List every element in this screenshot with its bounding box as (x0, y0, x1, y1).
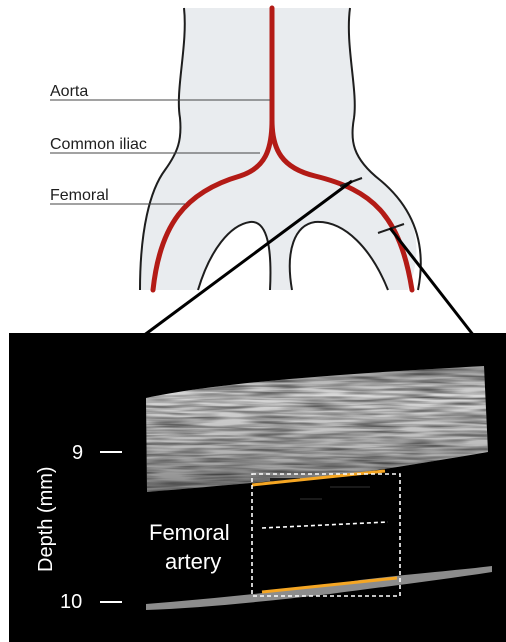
common-iliac-label: Common iliac (50, 136, 147, 153)
femoral-artery-label-line2: artery (165, 549, 221, 574)
depth-tick-label-10: 10 (60, 591, 82, 613)
depth-axis-label: Depth (mm) (35, 466, 57, 572)
aorta-label: Aorta (50, 83, 88, 100)
ultrasound-panel: Depth (mm) 9 10 Femoral artery (9, 333, 506, 642)
femoral-label: Femoral (50, 187, 109, 204)
anatomy-schematic: Aorta Common iliac Femoral (50, 8, 421, 290)
femoral-artery-label-line1: Femoral (149, 520, 230, 545)
depth-tick-label-9: 9 (72, 442, 83, 464)
